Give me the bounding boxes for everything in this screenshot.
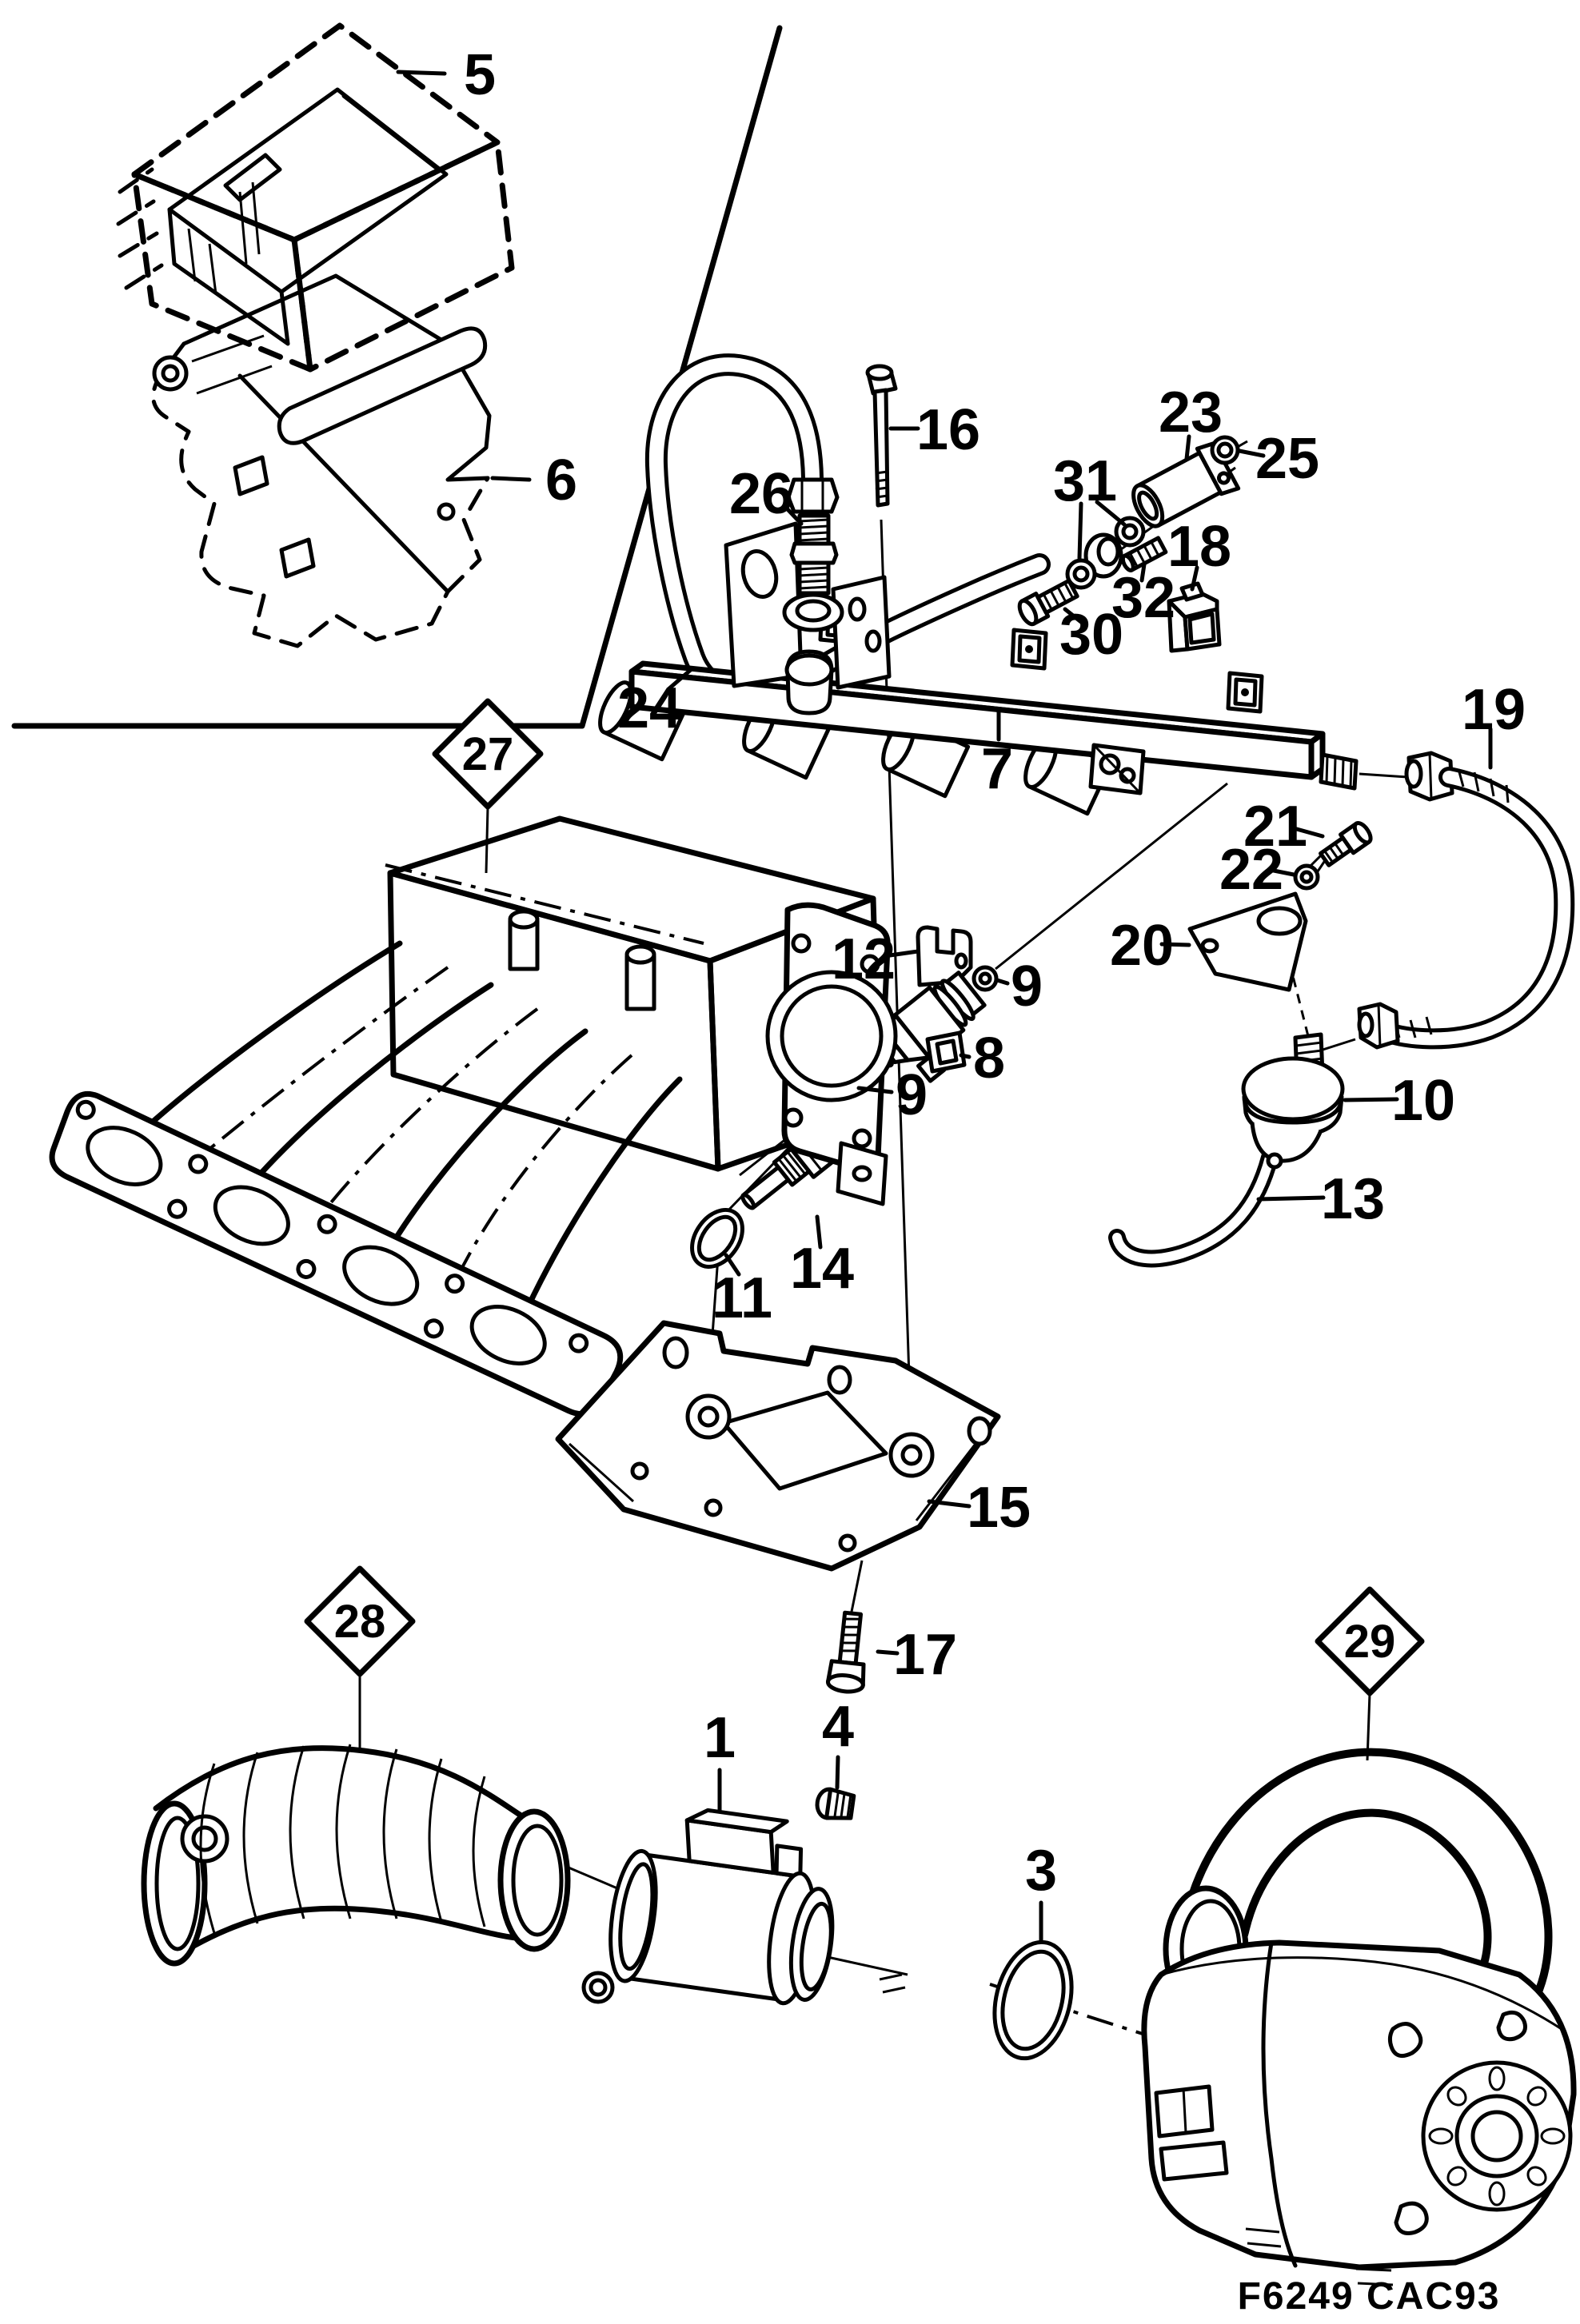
fuel-hose-24	[644, 353, 1051, 707]
fuel-line-19	[1357, 767, 1575, 1050]
assembly-ref-27-label: 27	[462, 728, 514, 780]
ecu-bracket	[151, 273, 492, 648]
part-label-8: 8	[973, 1026, 1005, 1090]
valve-cluster	[1017, 435, 1241, 653]
inset-border	[11, 25, 783, 729]
part-label-14: 14	[790, 1237, 854, 1301]
regulator-bracket	[1187, 820, 1373, 992]
assembly-ref-28-diamond	[304, 1565, 416, 1677]
assembly-ref-29: 29	[1315, 1586, 1425, 1761]
part-label-5: 5	[464, 43, 496, 107]
part-label-10: 10	[1391, 1069, 1455, 1133]
part-label-7: 7	[981, 737, 1013, 801]
part-label-11: 11	[712, 1266, 772, 1330]
part-label-13: 13	[1321, 1167, 1385, 1231]
pressure-regulator	[1108, 928, 1345, 1268]
part-label-18: 18	[1167, 515, 1231, 579]
drawing-code: F6249 CAC93	[1238, 2275, 1501, 2318]
part-label-25: 25	[1255, 427, 1319, 491]
part-label-17: 17	[893, 1623, 957, 1687]
intake-manifold	[49, 815, 898, 1417]
assembly-ref-29-label: 29	[1344, 1616, 1396, 1668]
fuel-rail	[598, 602, 1454, 816]
part-label-19: 19	[1462, 678, 1526, 742]
air-pump	[879, 1748, 1577, 2286]
part-label-20: 20	[1110, 914, 1174, 978]
part-label-1: 1	[704, 1706, 736, 1770]
part-label-32: 32	[1111, 566, 1175, 630]
part-label-26: 26	[729, 462, 793, 526]
part-label-23: 23	[1159, 381, 1223, 444]
part-label-16: 16	[916, 398, 980, 462]
fitting-26-assembly	[724, 513, 892, 716]
part-label-9b: 9	[896, 1063, 928, 1127]
plug-4	[815, 1787, 856, 1820]
intake-hose	[141, 1744, 571, 1967]
assembly-ref-29-diamond	[1315, 1586, 1425, 1696]
leader-lines	[396, 70, 1493, 1943]
part-label-6: 6	[545, 448, 577, 512]
part-label-31: 31	[1053, 449, 1117, 513]
assembly-ref-27: 27	[432, 698, 544, 874]
part-label-24: 24	[617, 676, 681, 740]
part-label-12: 12	[832, 927, 896, 991]
part-callouts: 5 6 16 26 24 23 25 31 18 32 30 7 19 21 2…	[464, 43, 1526, 1903]
part-label-30: 30	[1059, 603, 1123, 667]
part-label-4: 4	[822, 1695, 854, 1759]
assembly-ref-27-diamond	[432, 698, 544, 810]
assembly-ref-28: 28	[304, 1565, 416, 1749]
part-label-22: 22	[1219, 838, 1283, 902]
bolt-17	[825, 1610, 866, 1694]
assembly-ref-28-label: 28	[334, 1596, 386, 1648]
ecu-module	[116, 22, 515, 373]
mounting-plate	[555, 1320, 1001, 1694]
part-label-3: 3	[1025, 1839, 1057, 1903]
part-label-15: 15	[967, 1476, 1031, 1540]
air-mass-meter	[581, 1787, 856, 2006]
part-label-9a: 9	[1011, 955, 1043, 1018]
bolt-16	[865, 364, 898, 508]
part-label-21: 21	[1243, 795, 1307, 859]
